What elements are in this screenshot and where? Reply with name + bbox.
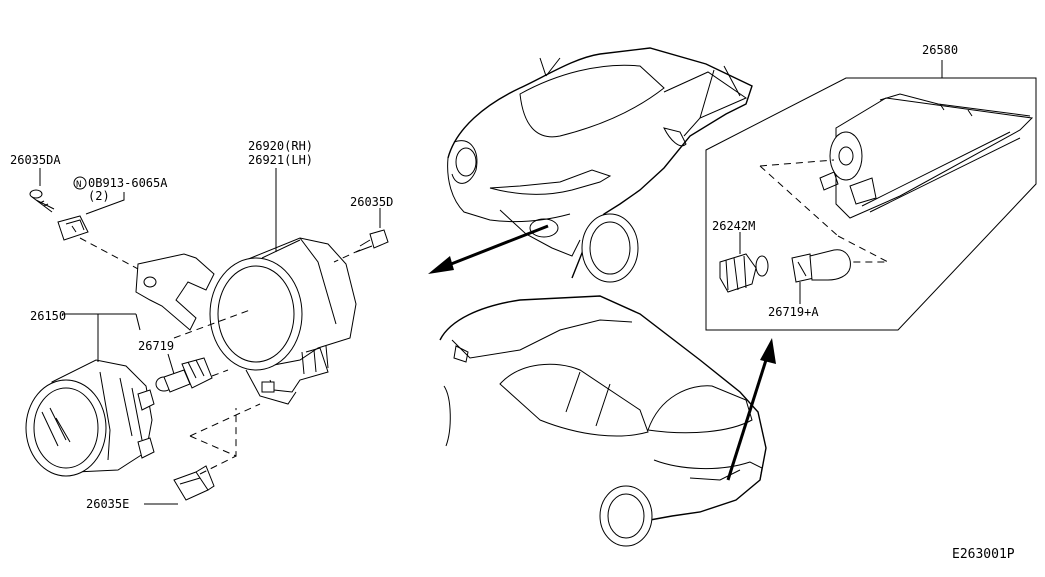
label-26921-lh: 26921(LH)	[248, 153, 313, 167]
label-bolt-qty: (2)	[88, 189, 110, 203]
car-rear-view	[439, 295, 767, 547]
label-26242m: 26242M	[712, 219, 755, 233]
label-26719a: 26719+A	[768, 305, 819, 319]
diagram-code: E263001P	[952, 547, 1015, 562]
bulb-26719a	[791, 249, 851, 283]
bulb-26719	[155, 357, 213, 393]
label-bolt-prefix: N	[76, 180, 81, 190]
socket-26242m	[719, 253, 769, 293]
screw-26035da	[29, 189, 55, 213]
label-26150: 26150	[30, 309, 66, 323]
label-26035da: 26035DA	[10, 153, 61, 167]
front-arrow	[428, 224, 549, 274]
clip-26035e	[173, 465, 215, 501]
label-26035d: 26035D	[350, 195, 393, 209]
screw-26035d	[355, 229, 389, 253]
label-26035e: 26035E	[86, 497, 129, 511]
label-26719: 26719	[138, 339, 174, 353]
car-front-view	[447, 47, 753, 283]
fog-lamp-26150	[25, 359, 155, 477]
label-bolt-code: 0B913-6065A	[88, 176, 168, 190]
rear-arrow	[726, 338, 776, 481]
rear-lamp-detail-box	[705, 60, 1037, 331]
label-26580: 26580	[922, 43, 958, 57]
label-26920-rh: 26920(RH)	[248, 139, 313, 153]
clip-nut	[57, 215, 89, 241]
bracket-26920	[135, 237, 357, 405]
